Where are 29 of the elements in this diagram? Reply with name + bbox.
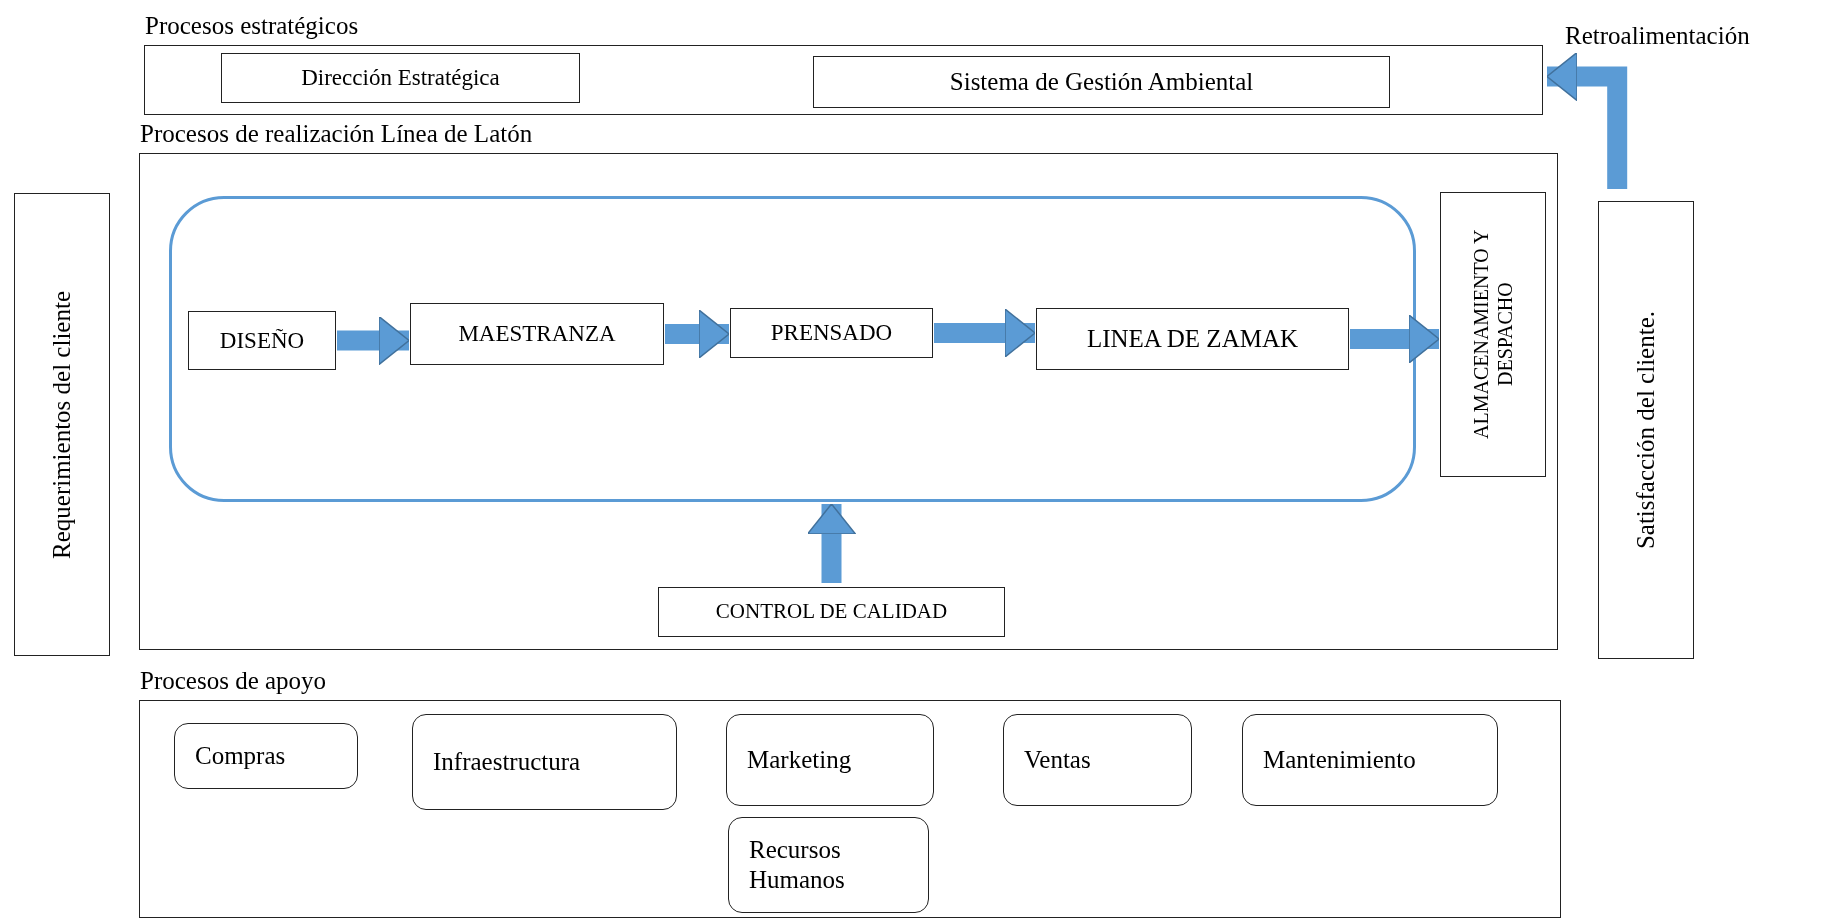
- block-arrow: [1546, 51, 1628, 189]
- process-box: [1598, 201, 1694, 659]
- process-box: Infraestructura: [412, 714, 677, 810]
- process-box: [1440, 192, 1546, 477]
- block-arrow: [1350, 314, 1440, 364]
- vertical-label: Satisfacción del cliente.: [1631, 310, 1660, 550]
- group-heading: Procesos de realización Línea de Latón: [140, 120, 533, 148]
- group-heading: Procesos de apoyo: [140, 667, 327, 695]
- group-heading: Procesos estratégicos: [145, 12, 359, 40]
- process-box: MAESTRANZA: [410, 303, 664, 365]
- process-box: Compras: [174, 723, 358, 789]
- process-box: Sistema de Gestión Ambiental: [813, 56, 1390, 108]
- process-box: Marketing: [726, 714, 934, 806]
- block-arrow: [934, 308, 1036, 358]
- process-box: LINEA DE ZAMAK: [1036, 308, 1349, 370]
- process-box: Dirección Estratégica: [221, 53, 580, 103]
- process-box: Mantenimiento: [1242, 714, 1498, 806]
- block-arrow: [806, 503, 857, 583]
- block-arrow: [665, 309, 730, 359]
- process-box: CONTROL DE CALIDAD: [658, 587, 1005, 637]
- process-box: Ventas: [1003, 714, 1192, 806]
- process-box: [14, 193, 110, 656]
- process-box: PRENSADO: [730, 308, 933, 358]
- vertical-label: Requerimientos del cliente: [47, 290, 76, 559]
- vertical-label: ALMACENAMIENTO Y DESPACHO: [1469, 228, 1517, 442]
- process-box: Recursos Humanos: [728, 817, 929, 913]
- process-box: DISEÑO: [188, 311, 336, 370]
- rounded-process-frame: [169, 196, 1416, 502]
- block-arrow: [337, 315, 410, 366]
